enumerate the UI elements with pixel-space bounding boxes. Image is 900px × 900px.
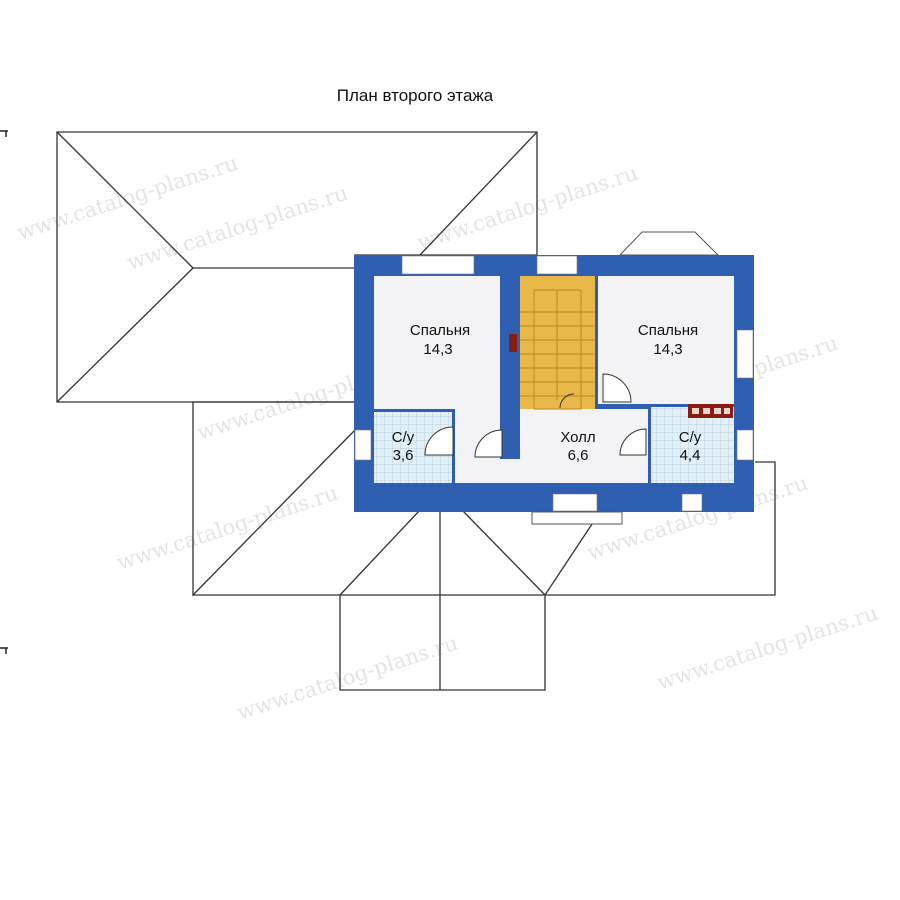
watermark-9: www.catalog-plans.ru [654,601,881,695]
room-area-bathroom-1: 3,6 [393,447,414,464]
chimney [688,404,733,418]
bath-right-floor [651,407,734,483]
room-name-bedroom-1: Спальня [410,322,470,339]
room-area-bathroom-2: 4,4 [680,447,701,464]
watermark-8: www.catalog-plans.ru [234,631,461,725]
room-name-bathroom-2: С/у [679,429,702,446]
room-area-hall: 6,6 [568,447,589,464]
section-marks [0,130,8,654]
room-labels: Спальня 14,3 Спальня 14,3 С/у 3,6 Холл 6… [392,322,702,464]
room-area-bedroom-1: 14,3 [423,341,452,358]
room-name-hall: Холл [560,429,595,446]
room-name-bedroom-2: Спальня [638,322,698,339]
roof-outline [56,131,776,691]
building [354,231,754,525]
room-name-bathroom-1: С/у [392,429,415,446]
room-area-bedroom-2: 14,3 [653,341,682,358]
plan-title: План второго этажа [336,86,494,105]
watermark-3: www.catalog-plans.ru [414,161,641,255]
bedroom-left-floor [374,276,500,409]
